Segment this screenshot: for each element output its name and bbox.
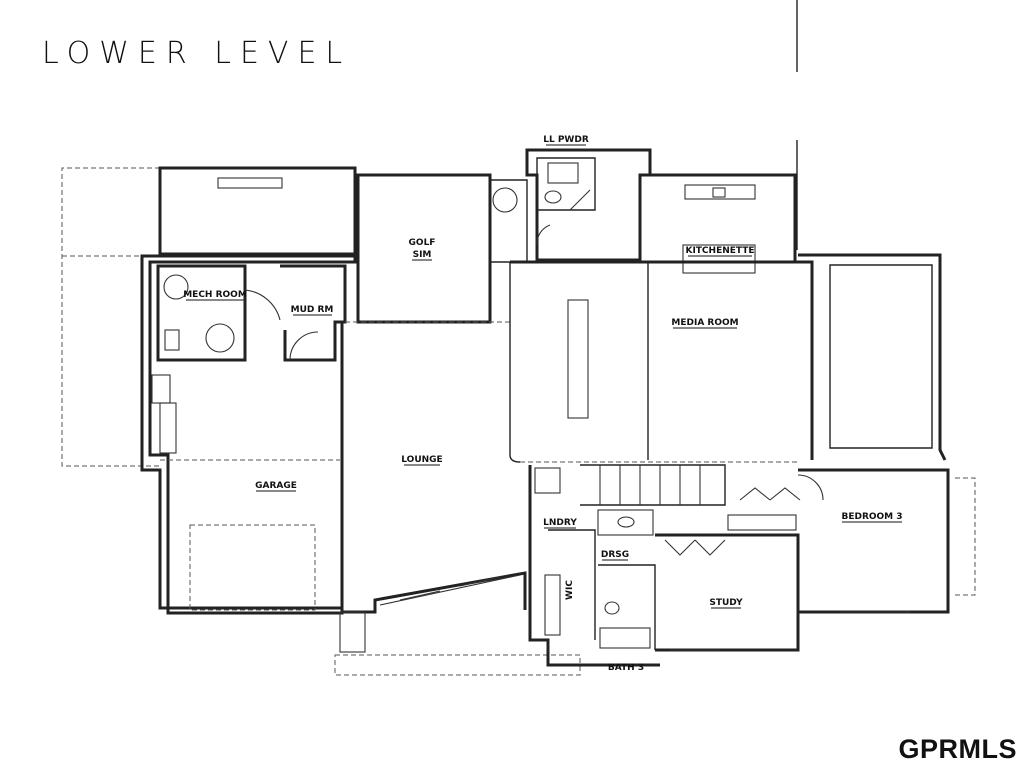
lounge-slider-b xyxy=(459,576,501,587)
study-walls xyxy=(655,533,800,652)
label-mech-room: MECH ROOM xyxy=(183,290,247,300)
bedroom-door-swing xyxy=(797,474,824,501)
media-sofa xyxy=(567,299,589,419)
bedroom-closet-doors xyxy=(739,487,801,501)
label-wic: WIC xyxy=(565,580,575,600)
media-west-wall xyxy=(509,262,521,463)
window-well xyxy=(829,264,933,449)
bath-wall xyxy=(598,564,656,650)
furnace-icon xyxy=(205,323,235,353)
pwdr-hall-door xyxy=(536,224,551,246)
bathtub-icon xyxy=(599,627,651,649)
lounge-walls xyxy=(340,322,527,614)
lower-patio-outline xyxy=(334,654,581,676)
mech-door-swing xyxy=(244,289,281,321)
label-drsg: DRSG xyxy=(601,550,629,560)
study-shelf xyxy=(727,514,797,531)
stair-case xyxy=(580,464,726,506)
label-media-room: MEDIA ROOM xyxy=(671,318,738,328)
golf-sim-walls xyxy=(356,173,492,324)
mud-door-swing xyxy=(289,331,319,361)
label-garage: GARAGE xyxy=(255,481,297,491)
mech-room-walls xyxy=(156,264,247,362)
mech-equip-icon xyxy=(164,329,180,351)
pwdr-sink-icon xyxy=(547,162,579,184)
laundry-machine xyxy=(534,467,561,494)
bath-toilet-icon xyxy=(604,601,620,615)
lounge-slider-a xyxy=(399,590,441,601)
east-wing-walls xyxy=(798,253,947,461)
label-ll-pwdr: LL PWDR xyxy=(543,135,589,145)
laundry-walls xyxy=(528,465,660,667)
label-bath-3: BATH 3 xyxy=(608,663,644,673)
page-title: LOWER LEVEL xyxy=(42,36,352,71)
wic-shelf xyxy=(544,574,561,636)
storage-block xyxy=(158,166,357,256)
mud-room-walls xyxy=(280,264,347,362)
study-closet-doors xyxy=(664,539,726,556)
kitchenette-counter xyxy=(684,184,756,200)
pwdr-toilet-icon xyxy=(544,190,562,204)
pwdr-door xyxy=(569,189,591,211)
lounge-pier xyxy=(339,611,366,653)
label-sim: SIM xyxy=(413,250,432,260)
label-kitchenette: KITCHENETTE xyxy=(685,246,754,256)
label-bedroom-3: BEDROOM 3 xyxy=(841,512,902,522)
pwdr-outer xyxy=(525,148,652,262)
laundry-divider xyxy=(548,529,596,640)
garage-shelf xyxy=(159,402,177,454)
garage-fixture xyxy=(151,374,171,404)
west-patio-outline xyxy=(61,167,160,467)
label-lounge: LOUNGE xyxy=(401,455,442,465)
water-heater-icon xyxy=(163,274,189,300)
label-lndry: LNDRY xyxy=(543,518,577,528)
drsg-sink-icon xyxy=(617,516,635,528)
bedroom-egress-well xyxy=(955,477,976,596)
bedroom-3-walls xyxy=(798,468,950,614)
garage-outer-wall xyxy=(140,254,357,615)
pwdr-room xyxy=(536,157,596,211)
kitchenette-island xyxy=(682,244,756,274)
gprmls-watermark: GPRMLS xyxy=(898,734,1017,764)
column-icon xyxy=(492,187,518,213)
media-room-walls xyxy=(510,260,814,460)
room-labels: LL PWDR GOLF SIM KITCHENETTE MECH ROOM M… xyxy=(183,135,902,673)
drsg-vanity xyxy=(597,509,654,536)
label-golf: GOLF xyxy=(409,238,436,248)
kitchenette-sink-icon xyxy=(712,187,726,198)
garage-door-outline xyxy=(189,524,316,611)
label-mud-rm: MUD RM xyxy=(291,305,334,315)
lounge-window xyxy=(379,574,521,606)
label-study: STUDY xyxy=(709,598,743,608)
storage-window xyxy=(217,177,283,189)
